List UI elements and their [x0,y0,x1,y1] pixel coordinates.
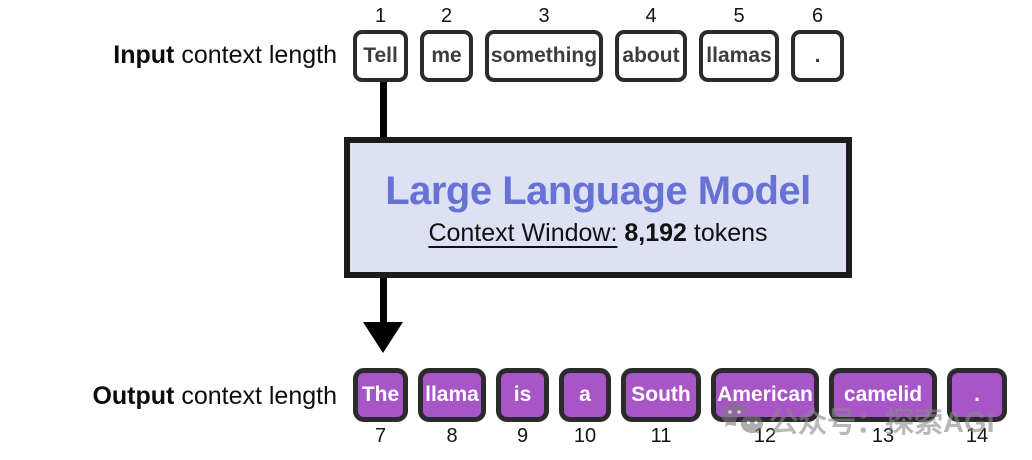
output-token-9: is 9 [496,368,549,448]
token-number: 13 [871,425,895,447]
output-label-bold: Output [92,382,175,410]
output-token-row: The 7 llama 8 is 9 a 10 South 11 America… [353,368,1007,448]
token-box: something [485,30,603,82]
output-token-14: . 14 [947,368,1007,448]
token-box: . [947,368,1007,422]
token-box: Tell [353,30,408,82]
model-to-output-arrow-head [363,322,403,353]
input-token-5: 5 llamas [699,4,779,82]
token-number: 1 [374,5,387,27]
input-token-3: 3 something [485,4,603,82]
token-box: South [621,368,701,422]
output-token-13: camelid 13 [829,368,937,448]
token-number: 2 [440,5,453,27]
token-box: camelid [829,368,937,422]
input-token-6: 6 . [791,4,844,82]
token-number: 14 [965,425,989,447]
input-token-4: 4 about [615,4,687,82]
token-box: about [615,30,687,82]
watermark-text: 公众号：探索AGI [769,407,995,439]
token-number: 11 [650,425,672,447]
model-title: Large Language Model [385,168,811,213]
output-token-12: American 12 [711,368,819,448]
token-number: 3 [538,5,550,27]
token-number: 10 [573,425,597,447]
output-label-rest: context length [174,382,337,410]
wechat-icon [719,402,765,438]
token-number: 4 [645,5,657,27]
input-label-rest: context length [174,41,337,69]
model-to-output-arrow-shaft [380,277,387,324]
context-window-subtitle: Context Window: 8,192 tokens [428,219,767,248]
input-token-row: 1 Tell 2 me 3 something 4 about 5 llamas… [353,4,844,82]
token-number: 9 [516,425,529,447]
large-language-model-box: Large Language Model Context Window: 8,1… [344,137,852,278]
context-window-unit: tokens [693,218,768,247]
output-token-10: a 10 [559,368,611,448]
input-token-2: 2 me [420,4,473,82]
token-number: 7 [374,425,387,447]
output-token-8: llama 8 [418,368,486,448]
token-box: llama [418,368,486,422]
token-box: me [420,30,473,82]
token-box: a [559,368,611,422]
token-number: 8 [446,425,458,447]
token-number: 6 [811,5,824,27]
context-window-value: 8,192 [624,218,687,247]
token-box: is [496,368,549,422]
output-token-7: The 7 [353,368,408,448]
token-box: . [791,30,844,82]
output-context-label: Output context length [92,382,337,411]
output-token-11: South 11 [621,368,701,448]
token-number: 12 [753,425,777,447]
token-number: 5 [733,5,745,27]
token-box: American [711,368,819,422]
input-label-bold: Input [113,41,175,69]
input-token-1: 1 Tell [353,4,408,82]
token-box: The [353,368,408,422]
input-context-label: Input context length [113,41,337,70]
token-box: llamas [699,30,779,82]
context-window-label: Context Window: [428,218,618,247]
input-to-model-connector-line [380,80,387,138]
watermark: 公众号：探索AGI [719,399,995,441]
